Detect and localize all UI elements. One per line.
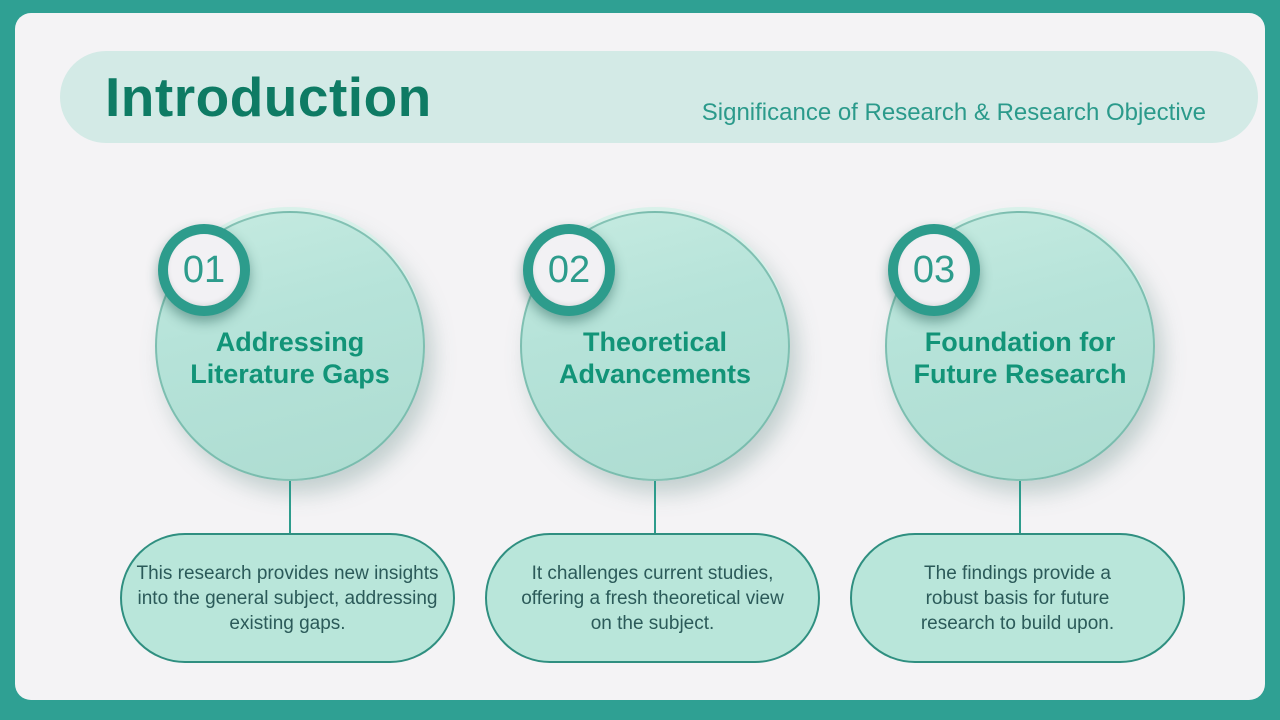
step-number-badge: 02 [523,224,615,316]
connector-line [289,481,291,533]
step-description: It challenges current studies, offering … [521,562,784,634]
step-item-2: Theoretical Advancements 02 It challenge… [485,211,820,666]
step-title: Foundation for Future Research [885,327,1155,390]
step-number-badge: 01 [158,224,250,316]
step-title: Theoretical Advancements [520,327,790,390]
page-title: Introduction [105,66,432,128]
slide-panel: Introduction Significance of Research & … [15,13,1265,700]
header-band: Introduction Significance of Research & … [60,51,1258,143]
step-title: Addressing Literature Gaps [155,327,425,390]
step-number: 03 [898,234,970,306]
step-item-3: Foundation for Future Research 03 The fi… [850,211,1185,666]
step-number-badge: 03 [888,224,980,316]
step-description: The findings provide a robust basis for … [920,562,1115,634]
connector-line [1019,481,1021,533]
page-subtitle: Significance of Research & Research Obje… [701,99,1206,126]
connector-line [654,481,656,533]
step-title-text: Foundation for Future Research [913,327,1127,389]
step-number: 01 [168,234,240,306]
step-number: 02 [533,234,605,306]
step-description: This research provides new insights into… [136,562,439,634]
step-description-pill: This research provides new insights into… [120,533,455,663]
step-item-1: Addressing Literature Gaps 01 This resea… [120,211,455,666]
step-description-pill: It challenges current studies, offering … [485,533,820,663]
step-description-pill: The findings provide a robust basis for … [850,533,1185,663]
step-title-text: Theoretical Advancements [558,327,752,389]
step-title-text: Addressing Literature Gaps [190,327,390,389]
